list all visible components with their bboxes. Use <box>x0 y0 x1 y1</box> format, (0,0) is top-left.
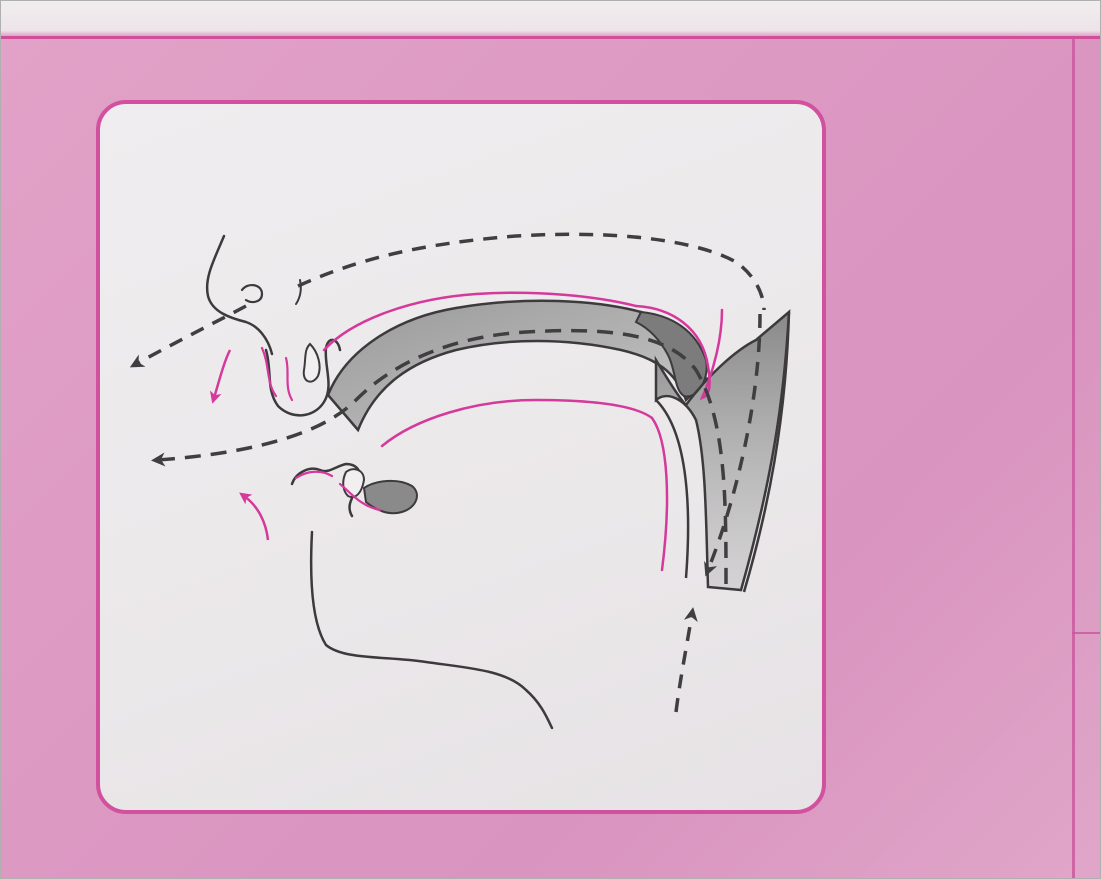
muscle-movement-arrow-icon <box>214 350 230 398</box>
right-column-tick <box>1072 632 1101 634</box>
top-margin-strip <box>0 0 1101 38</box>
airflow-arrow-icon <box>298 234 764 310</box>
tongue-highlight <box>382 400 652 446</box>
airflow-arrow-icon <box>676 614 692 712</box>
muscle-movement-arrow-icon <box>244 496 268 540</box>
upper-teeth <box>304 344 320 382</box>
right-column-rule <box>1072 38 1075 879</box>
airflow-arrow-icon <box>158 331 726 584</box>
top-divider-line <box>0 36 1101 39</box>
airflow-arrow-icon <box>136 306 246 364</box>
nostril-outline <box>242 285 262 302</box>
pharynx-front-wall <box>656 400 688 578</box>
pharynx-highlight <box>652 418 667 570</box>
vocal-tract-diagram <box>96 100 826 814</box>
chin-and-neck-outline <box>311 532 552 728</box>
lower-teeth <box>343 469 364 497</box>
upper-lip-outline <box>266 340 340 415</box>
